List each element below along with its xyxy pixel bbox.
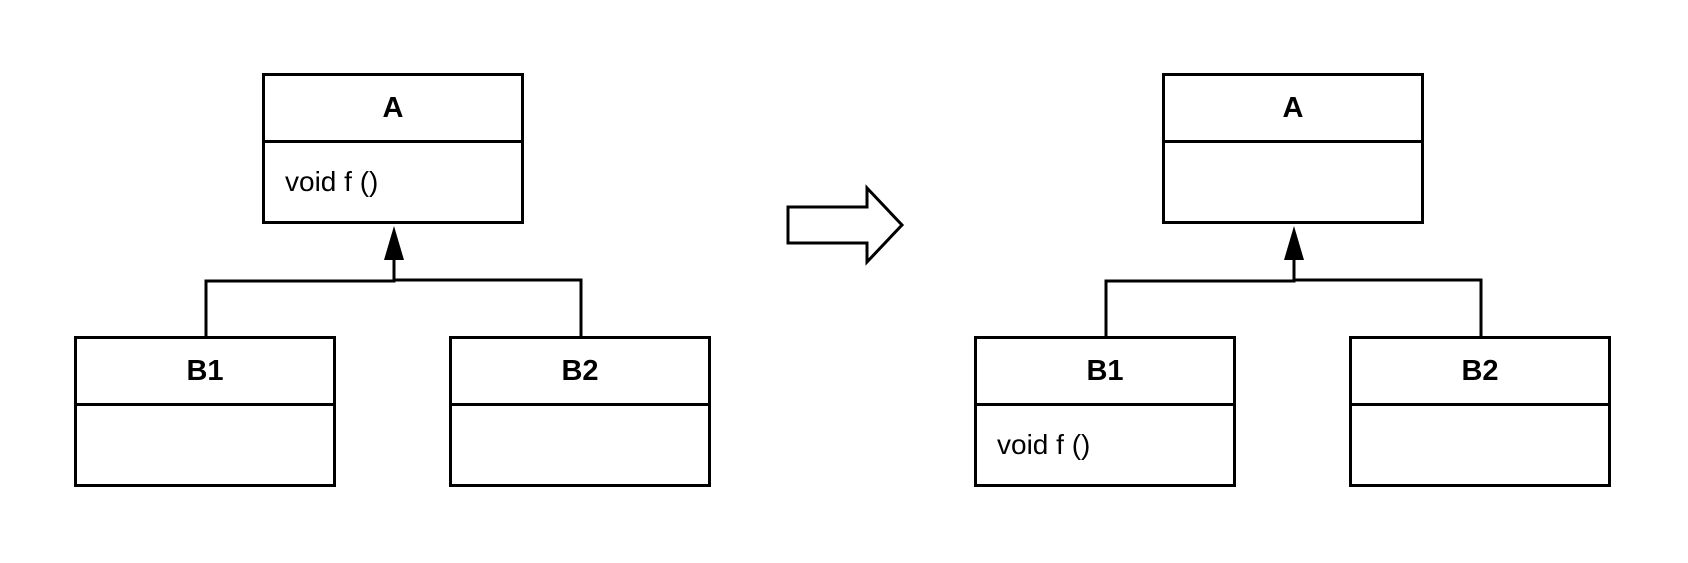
before-class-b2: B2 — [449, 336, 711, 487]
before-class-a: A void f () — [262, 73, 524, 224]
right-arrow-icon — [786, 184, 905, 266]
class-method — [1352, 406, 1608, 484]
before-class-b1: B1 — [74, 336, 336, 487]
before-inheritance-arrowhead — [384, 226, 404, 260]
after-inheritance-line-b2 — [1294, 278, 1483, 336]
class-name: B2 — [1352, 339, 1608, 406]
after-class-b2: B2 — [1349, 336, 1611, 487]
after-class-a: A — [1162, 73, 1424, 224]
class-method — [1165, 143, 1421, 221]
class-name: A — [1165, 76, 1421, 143]
class-name: B1 — [977, 339, 1233, 406]
class-name: B2 — [452, 339, 708, 406]
class-name: A — [265, 76, 521, 143]
before-inheritance-line-b1 — [204, 258, 396, 336]
after-class-b1: B1 void f () — [974, 336, 1236, 487]
class-method: void f () — [997, 429, 1091, 460]
class-method: void f () — [285, 166, 379, 197]
after-inheritance-line-b1 — [1104, 258, 1296, 336]
class-method — [77, 406, 333, 484]
class-name: B1 — [77, 339, 333, 406]
class-method — [452, 406, 708, 484]
before-inheritance-line-b2 — [394, 278, 583, 336]
after-inheritance-arrowhead — [1284, 226, 1304, 260]
